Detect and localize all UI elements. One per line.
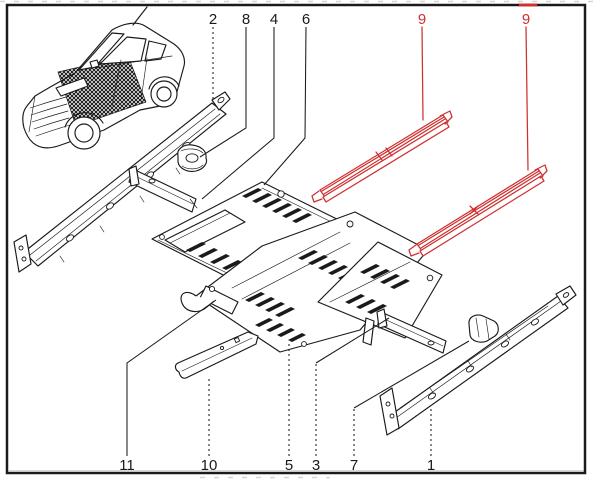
- part-10-sill-strip: [174, 331, 259, 379]
- front-wheel: [67, 116, 101, 150]
- part-9-crossmember-rear[interactable]: [408, 164, 548, 257]
- car-mirror: [89, 59, 100, 69]
- part-1-side-member-right: [379, 285, 577, 436]
- leader-9-rear: [525, 26, 529, 171]
- callout-2[interactable]: 2: [209, 11, 217, 28]
- callout-1[interactable]: 1: [427, 457, 435, 474]
- part-8-bracket: [177, 144, 208, 173]
- callout-7[interactable]: 7: [350, 457, 358, 474]
- part-3-rear-rail: [376, 308, 447, 354]
- callout-3[interactable]: 3: [312, 457, 320, 474]
- callout-9-rear[interactable]: 9: [522, 11, 530, 28]
- floor-ribs: [345, 264, 410, 314]
- part-4-front-rail: [128, 165, 198, 213]
- callout-8[interactable]: 8: [242, 11, 250, 28]
- part-2-side-member-left: [13, 91, 231, 273]
- highlight-leaders: [421, 26, 529, 171]
- leader-3b: [315, 317, 390, 364]
- leader-lines: [126, 26, 470, 456]
- leader-9-front: [421, 26, 424, 121]
- diagram-border: [5, 3, 587, 475]
- floor-ribs: [186, 188, 312, 270]
- rear-wheel: [150, 80, 178, 108]
- car-headlight: [55, 77, 89, 97]
- part-7-clamp-bracket: [468, 314, 499, 343]
- leader-8: [199, 27, 247, 158]
- leader-6: [263, 26, 307, 186]
- callout-6[interactable]: 6: [302, 11, 310, 28]
- leader-7b: [353, 340, 470, 409]
- callout-10[interactable]: 10: [201, 457, 218, 474]
- leader-11: [126, 299, 217, 456]
- vehicle-thumbnail: [22, 6, 186, 150]
- highlighted-parts: 9 9: [311, 3, 548, 257]
- rear-floor-panel: [317, 241, 443, 346]
- callout-5[interactable]: 5: [285, 457, 293, 474]
- leader-4: [201, 27, 275, 200]
- car-antenna: [132, 6, 148, 26]
- callout-11[interactable]: 11: [119, 457, 135, 474]
- part-9-crossmember-front[interactable]: [311, 110, 453, 203]
- callout-9-front[interactable]: 9: [418, 11, 426, 28]
- callout-4[interactable]: 4: [270, 11, 278, 28]
- callout-labels: 2 8 4 6 11 10 5 3 7 1: [119, 11, 435, 474]
